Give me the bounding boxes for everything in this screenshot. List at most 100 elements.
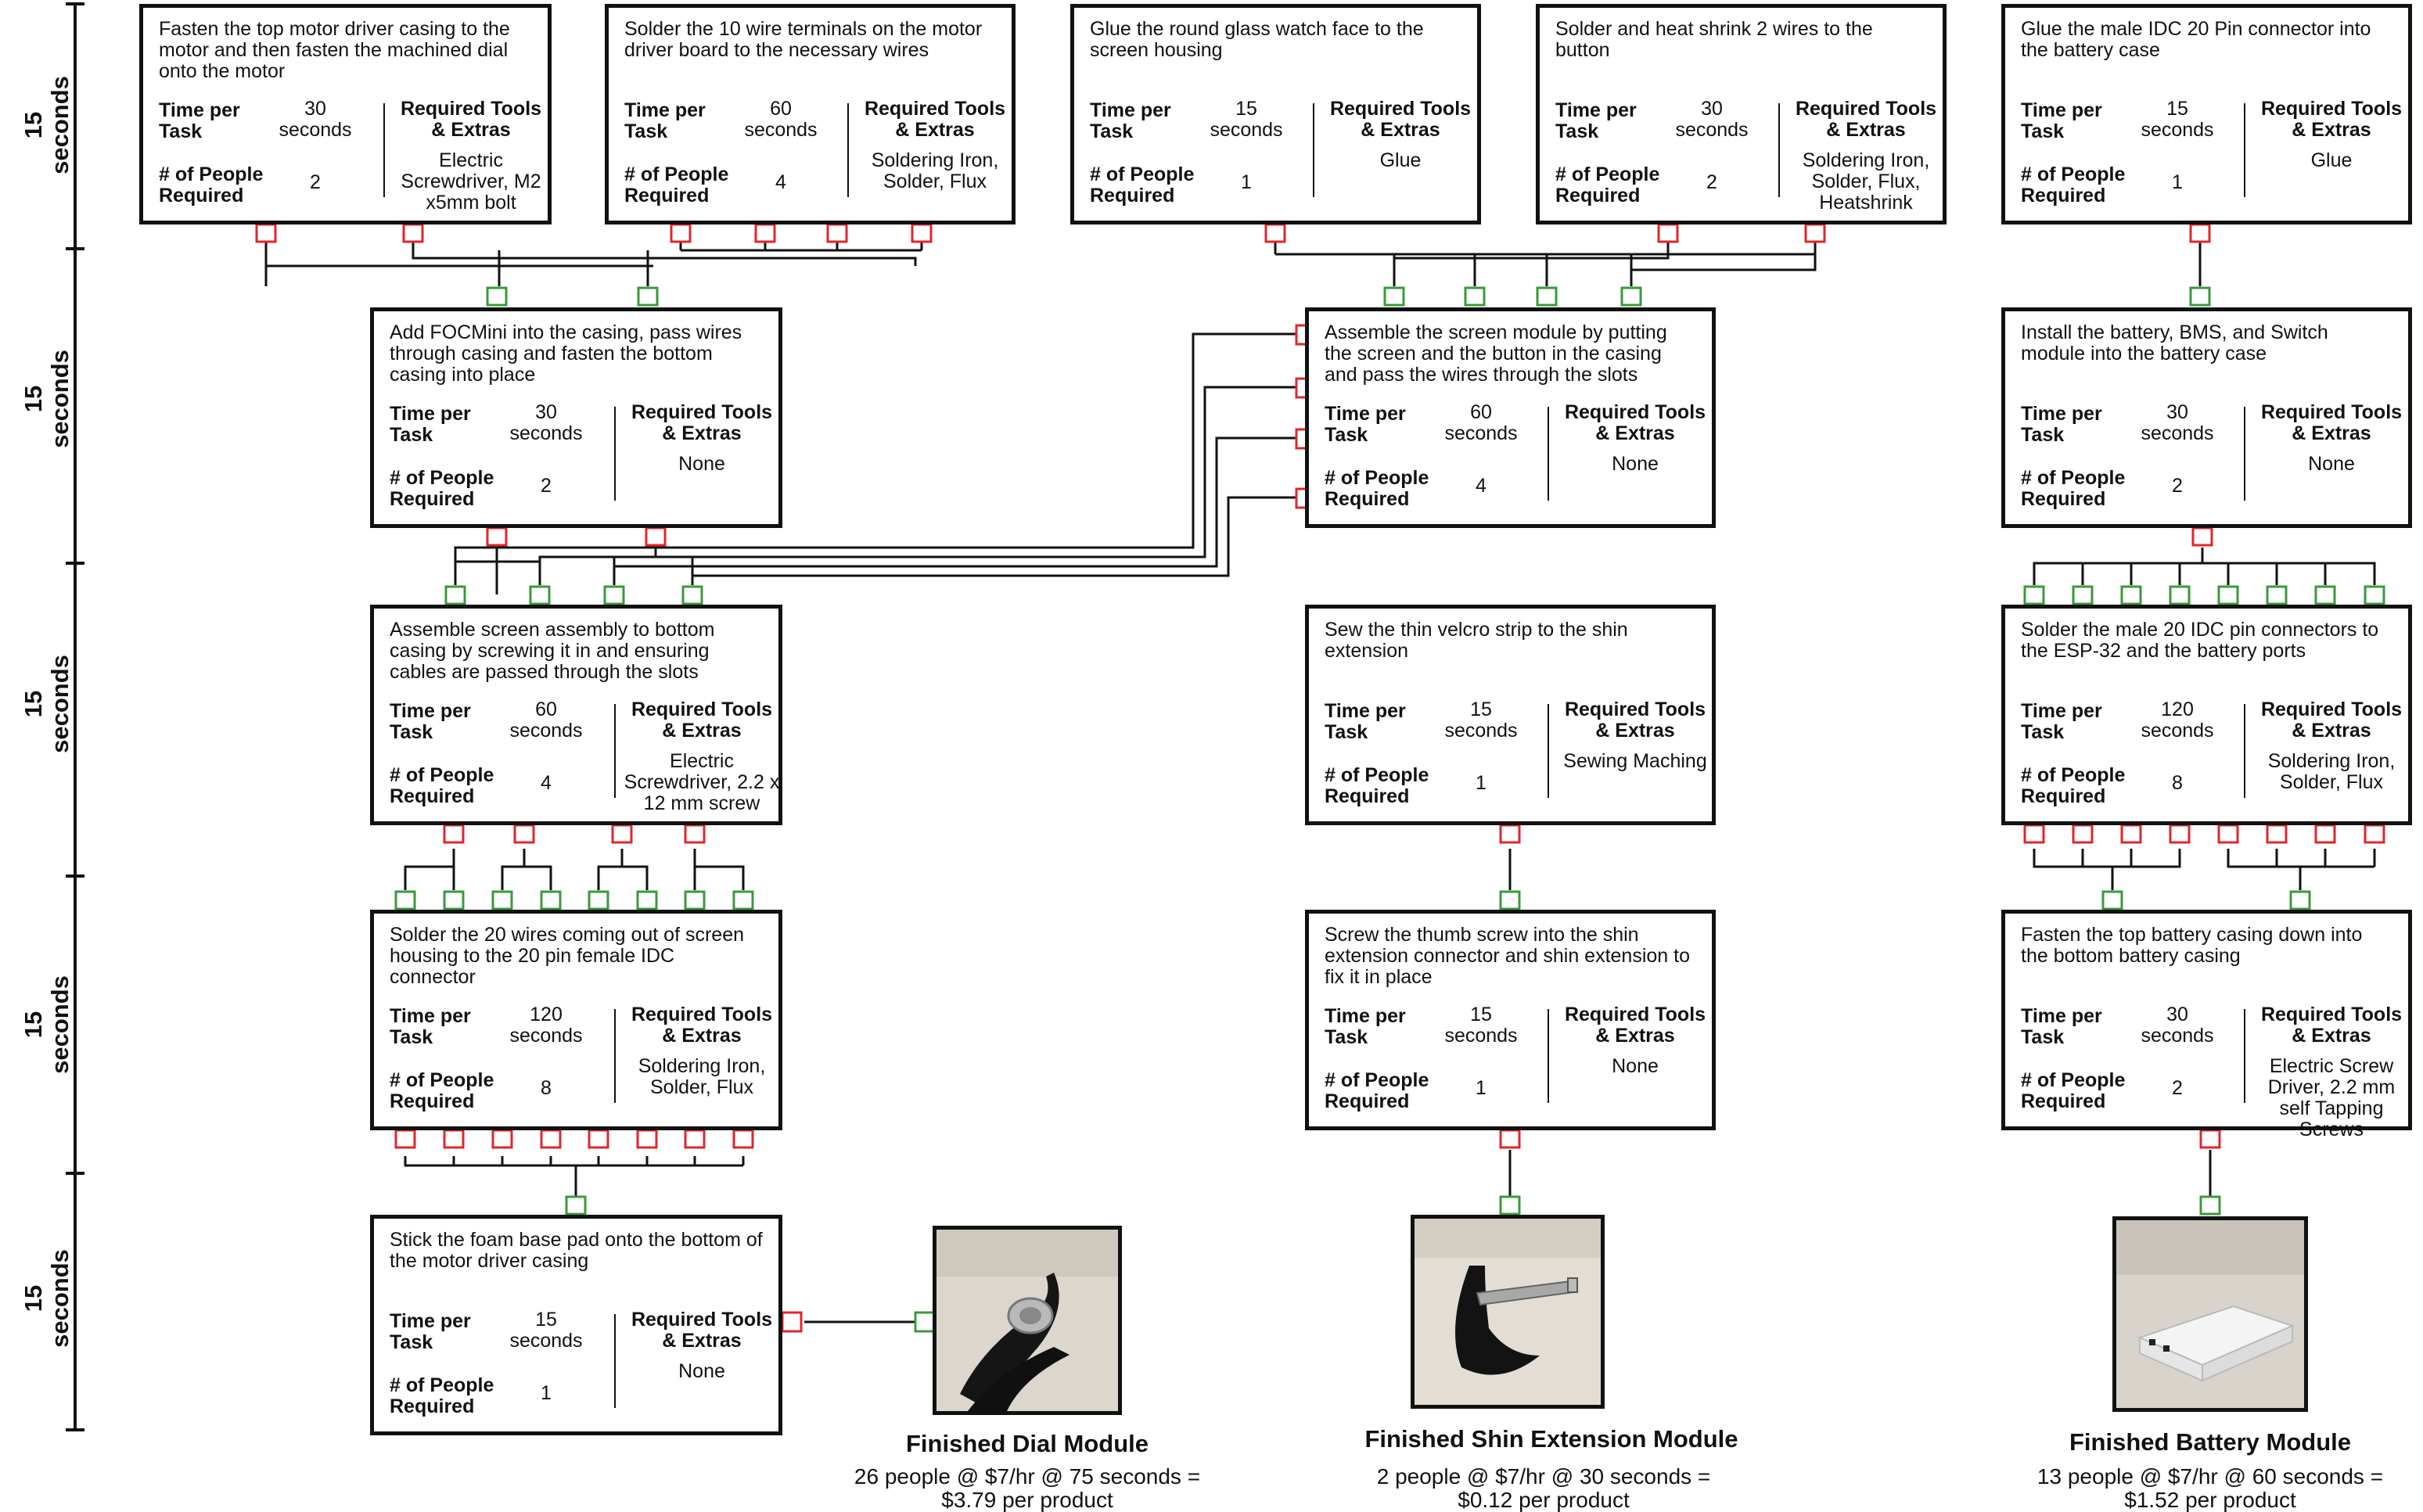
input-port: [2316, 587, 2335, 604]
tools-value: Electric Screwdriver, 2.2 x 12 mm screw: [624, 751, 780, 814]
task-description: Screw the thumb screw into the shin exte…: [1325, 925, 1696, 988]
time-label: Time per Task: [390, 701, 491, 743]
task-box: Assemble screen assembly to bottom casin…: [370, 605, 782, 825]
task-box: Install the battery, BMS, and Switch mod…: [2001, 307, 2412, 528]
input-port: [1385, 288, 1404, 305]
product-title: Finished Battery Module: [1991, 1428, 2423, 1456]
task-box: Solder the male 20 IDC pin connectors to…: [2001, 605, 2412, 825]
people-value: 4: [503, 773, 589, 794]
tools-value: None: [624, 454, 780, 475]
tools-value: None: [1557, 1056, 1713, 1077]
task-box: Add FOCMini into the casing, pass wires …: [370, 307, 782, 528]
output-port: [756, 224, 775, 242]
output-port: [515, 825, 534, 842]
task-box: Fasten the top motor driver casing to th…: [139, 4, 552, 224]
task-description: Solder the 10 wire terminals on the moto…: [624, 19, 996, 61]
input-port: [605, 587, 624, 604]
task-description: Solder the male 20 IDC pin connectors to…: [2021, 620, 2392, 662]
task-description: Solder the 20 wires coming out of screen…: [390, 925, 763, 988]
output-port: [257, 224, 275, 242]
time-label: Time per Task: [2021, 100, 2123, 142]
output-port: [487, 528, 506, 545]
input-port: [638, 288, 657, 305]
task-box: Sew the thin velcro strip to the shin ex…: [1305, 605, 1716, 825]
input-port: [683, 587, 702, 604]
task-description: Add FOCMini into the casing, pass wires …: [390, 322, 763, 386]
input-port: [446, 587, 465, 604]
task-box: Solder and heat shrink 2 wires to the bu…: [1536, 4, 1947, 224]
time-label: Time per Task: [2021, 701, 2123, 743]
output-port: [2219, 825, 2238, 842]
tools-value: Glue: [2253, 150, 2410, 171]
stage-label: 15 seconds: [16, 1267, 78, 1330]
input-port: [530, 587, 549, 604]
tools-value: None: [1557, 454, 1713, 475]
task-box: Stick the foam base pad onto the bottom …: [370, 1215, 782, 1435]
output-port: [1806, 224, 1824, 242]
people-value: 4: [738, 172, 824, 193]
time-value: 15 seconds: [1203, 99, 1289, 141]
output-port: [2267, 825, 2286, 842]
time-label: Time per Task: [2021, 1006, 2123, 1048]
time-value: 120 seconds: [2134, 699, 2220, 742]
task-description: Install the battery, BMS, and Switch mod…: [2021, 322, 2392, 365]
input-port: [1465, 288, 1484, 305]
tools-label: Required Tools & Extras: [1557, 699, 1713, 742]
time-value: 15 seconds: [1438, 1004, 1524, 1047]
output-port: [685, 825, 704, 842]
product-title: Finished Dial Module: [808, 1430, 1246, 1458]
output-port: [404, 224, 422, 242]
tools-label: Required Tools & Extras: [624, 699, 780, 742]
time-label: Time per Task: [159, 100, 261, 142]
task-description: Assemble the screen module by putting th…: [1325, 322, 1696, 386]
time-value: 15 seconds: [503, 1309, 589, 1352]
output-port: [2191, 224, 2209, 242]
people-value: 8: [503, 1078, 589, 1099]
battery-module-photo: [2112, 1216, 2308, 1412]
task-description: Fasten the top battery casing down into …: [2021, 925, 2392, 967]
output-port: [2201, 1130, 2220, 1147]
time-value: 120 seconds: [503, 1004, 589, 1047]
time-label: Time per Task: [1555, 100, 1657, 142]
input-port: [1537, 288, 1556, 305]
product-cost: 2 people @ $7/hr @ 30 seconds = $0.12 pe…: [1356, 1465, 1731, 1512]
input-port: [2073, 587, 2092, 604]
time-value: 60 seconds: [503, 699, 589, 742]
time-value: 60 seconds: [1438, 402, 1524, 444]
product-title: Finished Shin Extension Module: [1309, 1425, 1794, 1453]
time-value: 15 seconds: [1438, 699, 1524, 742]
tools-value: Electric Screwdriver, M2 x5mm bolt: [393, 150, 549, 214]
time-label: Time per Task: [624, 100, 726, 142]
input-port: [589, 892, 608, 909]
time-value: 60 seconds: [738, 99, 824, 141]
people-value: 2: [1669, 172, 1755, 193]
task-box: Fasten the top battery casing down into …: [2001, 910, 2412, 1130]
tools-label: Required Tools & Extras: [2253, 699, 2410, 742]
product-cost: 26 people @ $7/hr @ 75 seconds = $3.79 p…: [839, 1465, 1215, 1512]
tools-label: Required Tools & Extras: [624, 1309, 780, 1352]
input-port: [2170, 587, 2189, 604]
task-box: Solder the 20 wires coming out of screen…: [370, 910, 782, 1130]
tools-value: Sewing Maching: [1557, 751, 1713, 772]
time-label: Time per Task: [390, 1006, 491, 1048]
input-port: [1501, 1197, 1519, 1214]
tools-label: Required Tools & Extras: [2253, 1004, 2410, 1047]
time-label: Time per Task: [1325, 404, 1426, 446]
task-description: Sew the thin velcro strip to the shin ex…: [1325, 620, 1696, 662]
input-port: [396, 892, 415, 909]
task-box: Screw the thumb screw into the shin exte…: [1305, 910, 1716, 1130]
input-port: [2201, 1197, 2220, 1214]
task-box: Assemble the screen module by putting th…: [1305, 307, 1716, 528]
output-port: [782, 1313, 801, 1331]
output-port: [2170, 825, 2189, 842]
time-label: Time per Task: [2021, 404, 2123, 446]
input-port: [2291, 892, 2310, 909]
time-label: Time per Task: [390, 404, 491, 446]
product-cost: 13 people @ $7/hr @ 60 seconds = $1.52 p…: [2022, 1465, 2398, 1512]
tools-label: Required Tools & Extras: [1788, 99, 1944, 141]
people-value: 1: [1438, 1078, 1524, 1099]
tools-value: None: [624, 1361, 780, 1382]
tools-value: Glue: [1322, 150, 1479, 171]
task-description: Solder and heat shrink 2 wires to the bu…: [1555, 19, 1927, 61]
input-port: [566, 1197, 585, 1214]
